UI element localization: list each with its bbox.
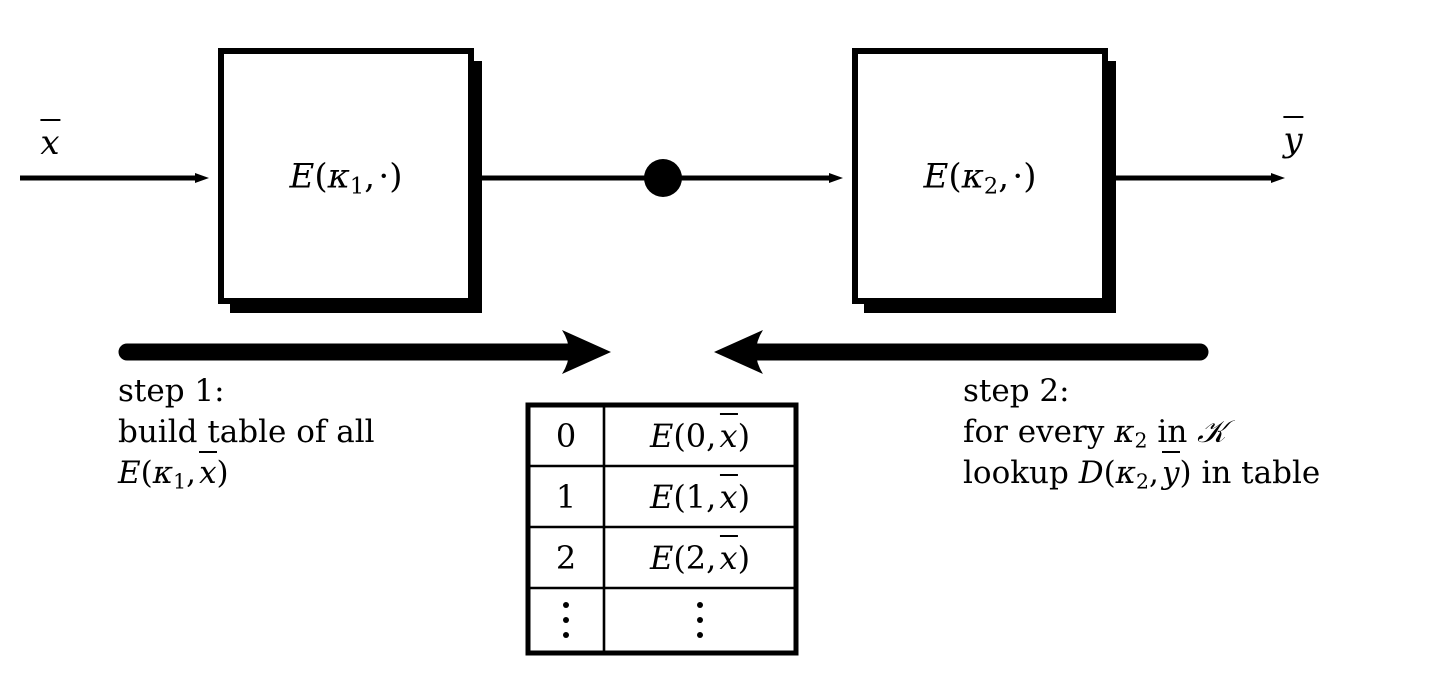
step-2-text: step 2: for every κ2 in 𝒦 lookup D(κ2, y… (963, 373, 1320, 497)
cipher-box-1-label: E(κ1, ·) (289, 156, 403, 200)
step-2-line-2-math: lookup D(κ2, y) in table (963, 451, 1321, 495)
step-2-arrow (714, 330, 1209, 374)
step-2-line-1-math: for every κ2 in 𝒦 (963, 414, 1227, 453)
lookup-table-grid (525, 402, 799, 656)
table-row-0-value: E(0, x) (649, 412, 751, 455)
table-row-2-index: 2 (555, 539, 577, 577)
cipher-box-1[interactable] (218, 48, 474, 304)
output-label: y (1283, 115, 1304, 160)
table-row-1-index: 1 (555, 478, 577, 516)
input-label: x (40, 118, 61, 163)
step-2-heading: step 2: (963, 373, 1070, 409)
step-1-line-1: build table of all (118, 414, 375, 451)
cipher-box-2-label: E(κ2, ·) (923, 156, 1037, 200)
step-1-arrow (118, 330, 611, 374)
table-row-3-value-ellipsis (697, 602, 703, 638)
table-row-0-index: 0 (555, 417, 577, 455)
table-row-2-value: E(2, x) (649, 534, 751, 577)
table-row-1-value: E(1, x) (649, 473, 751, 516)
step-1-text: step 1: build table of all E(κ1, x) (118, 373, 375, 497)
step-1-line-2-math: E(κ1, x) (118, 451, 229, 495)
step-1-heading: step 1: (118, 373, 225, 409)
table-row-3-index-ellipsis (563, 602, 569, 638)
